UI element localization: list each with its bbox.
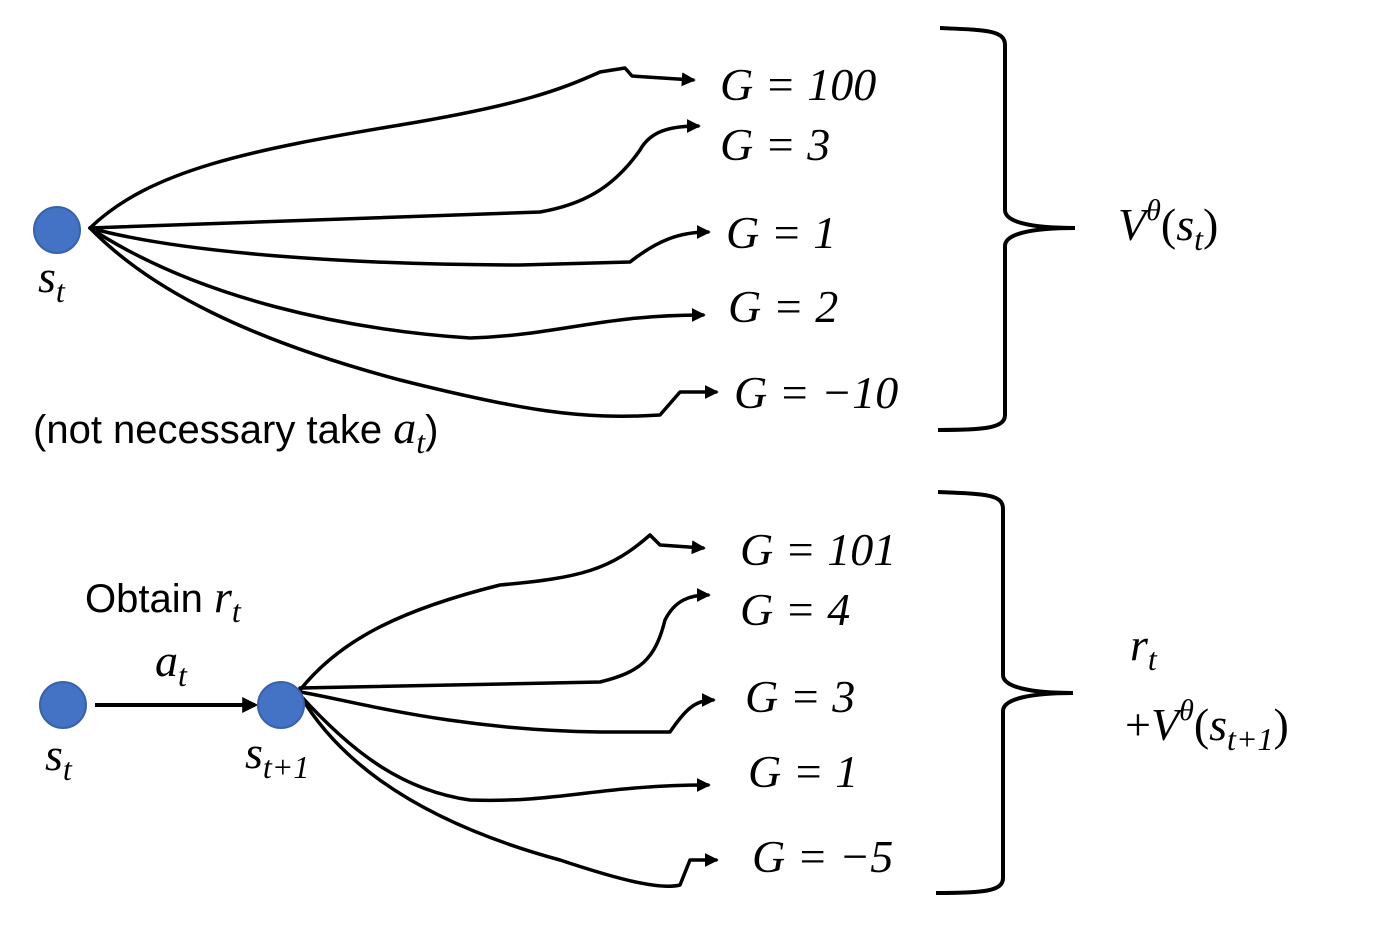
state-node-st	[39, 681, 87, 729]
return-label: G = 1	[748, 746, 858, 797]
return-label: G = −10	[734, 367, 898, 418]
note-text: (not necessary take at)	[33, 402, 438, 460]
bottom-trajectories	[298, 533, 719, 889]
brace	[937, 26, 1076, 432]
brace	[935, 490, 1074, 895]
trajectory-2	[88, 119, 701, 230]
return-label: G = 4	[740, 584, 850, 635]
return-label: G = 3	[745, 671, 855, 722]
reward-label: rt	[1130, 619, 1158, 677]
return-label: G = 101	[740, 524, 896, 575]
state-node-st	[33, 206, 81, 254]
state-label-st1: st+1	[245, 727, 309, 785]
trajectory-5	[88, 226, 719, 418]
trajectory-5	[298, 693, 719, 889]
action-label: at	[155, 635, 188, 693]
trajectory-4	[298, 693, 711, 803]
return-label: G = 100	[720, 59, 876, 110]
state-node-st1	[257, 681, 305, 729]
trajectory-3	[298, 690, 716, 734]
state-label-st: st	[38, 251, 66, 309]
return-label: G = 3	[720, 119, 830, 170]
td-target-label: +Vθ(st+1)	[1125, 694, 1289, 757]
trajectory-1	[88, 66, 696, 230]
return-label: G = −5	[752, 831, 893, 882]
return-label: G = 1	[726, 207, 836, 258]
state-label-st: st	[45, 729, 73, 787]
trajectory-1	[298, 533, 706, 692]
trajectory-4	[88, 226, 706, 340]
value-function-label: Vθ(st)	[1118, 194, 1218, 257]
trajectory-3	[88, 225, 711, 267]
bottom-panel: Obtain rt at st st+1 G = 101 G = 4 G = 3…	[39, 490, 1289, 895]
return-label: G = 2	[728, 281, 838, 332]
trajectory-2	[298, 588, 711, 690]
top-panel: st G = 100 G = 3 G = 1 G = 2 G = −10 (no…	[33, 26, 1218, 460]
obtain-reward-label: Obtain rt	[85, 571, 242, 629]
top-trajectories	[88, 66, 719, 418]
